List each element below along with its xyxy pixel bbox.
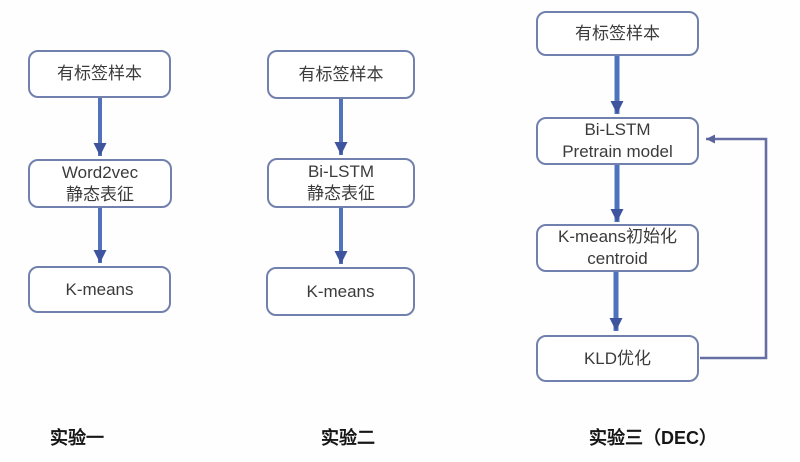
node-exp3-kld: KLD优化	[536, 335, 699, 382]
node-exp3-bilstm-pretrain: Bi-LSTM Pretrain model	[536, 117, 699, 165]
node-exp2-bilstm-static: Bi-LSTM 静态表征	[267, 158, 415, 208]
experiment-1-label: 实验一	[50, 428, 104, 448]
node-text: KLD优化	[583, 348, 652, 368]
node-text-line2: 静态表征	[307, 184, 375, 203]
feedback-loop-arrow	[700, 134, 768, 360]
node-exp1-labeled-samples: 有标签样本	[28, 50, 171, 98]
node-exp1-kmeans: K-means	[28, 266, 171, 313]
node-text-line1: Word2vec	[61, 162, 139, 182]
node-text: 有标签样本	[298, 64, 384, 84]
node-text-line2: Pretrain model	[562, 142, 673, 161]
node-text-line2: 静态表征	[66, 184, 134, 204]
node-text-line1: Bi-LSTM	[307, 162, 375, 181]
node-exp2-kmeans: K-means	[266, 267, 415, 316]
node-text-line1: K-means初始化	[557, 227, 678, 246]
node-exp3-kmeans-init: K-means初始化 centroid	[536, 224, 699, 272]
node-text: 有标签样本	[57, 64, 142, 83]
node-text: 有标签样本	[575, 23, 660, 43]
node-exp3-labeled-samples: 有标签样本	[536, 11, 699, 56]
node-text: K-means	[306, 281, 375, 301]
node-text-line2: centroid	[587, 249, 648, 268]
experiment-3-label: 实验三（DEC）	[589, 428, 718, 448]
node-text: K-means	[65, 279, 134, 299]
node-exp1-word2vec-static: Word2vec 静态表征	[28, 159, 172, 208]
node-exp2-labeled-samples: 有标签样本	[267, 50, 415, 99]
node-text-line1: Bi-LSTM	[584, 120, 651, 139]
experiment-2-label: 实验二	[321, 428, 375, 448]
